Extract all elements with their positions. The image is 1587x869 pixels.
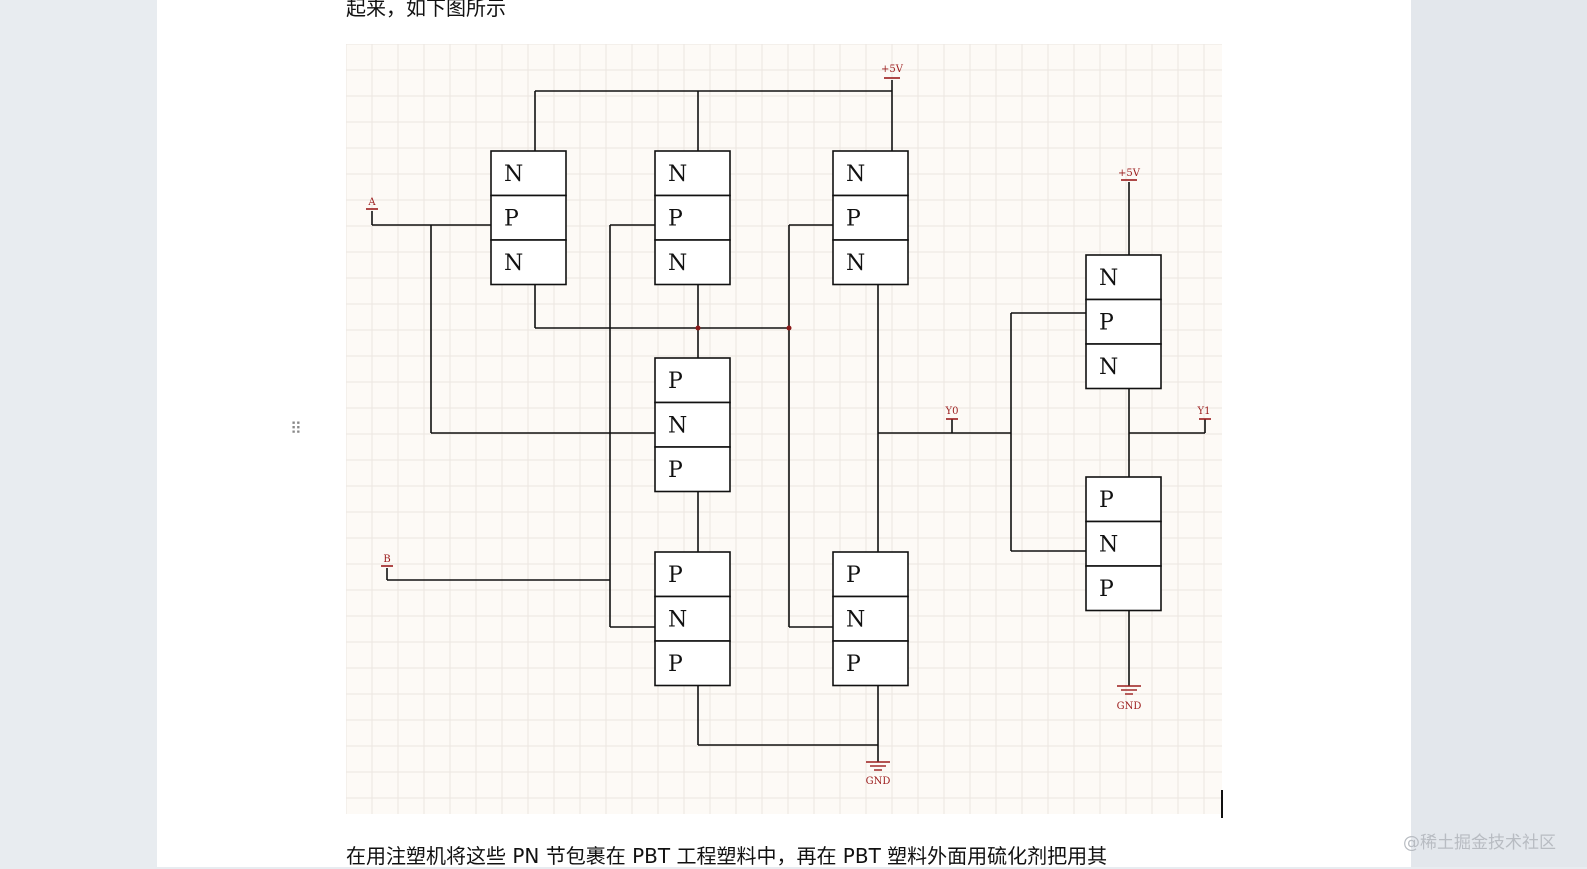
- pn-layer: [490, 194, 567, 241]
- drag-handle-icon[interactable]: ⠿: [290, 419, 302, 438]
- pn-layer: [654, 446, 731, 493]
- pn-layer: [1085, 565, 1162, 612]
- pn-layer: [490, 239, 567, 286]
- net-label-b: B: [383, 554, 390, 565]
- pn-layer-label: N: [846, 251, 865, 276]
- pn-layer-label: P: [668, 369, 683, 394]
- net-label-vcc1: +5V: [881, 64, 904, 75]
- pn-block: NPN: [490, 150, 567, 286]
- pn-layer-label: P: [846, 652, 861, 677]
- pn-layer: [654, 150, 731, 197]
- pn-layer-label: P: [846, 563, 861, 588]
- pn-block: PNP: [654, 357, 731, 493]
- pn-layer-label: N: [1099, 266, 1118, 291]
- net-label-y1: Y1: [1197, 406, 1211, 417]
- text-caret: [1221, 790, 1223, 818]
- pn-layer: [1085, 298, 1162, 345]
- pn-layer-label: N: [504, 162, 523, 187]
- pn-layer-label: N: [1099, 533, 1118, 558]
- paragraph-bottom: 在用注塑机将这些 PN 节包裹在 PBT 工程塑料中，再在 PBT 塑料外面用硫…: [346, 844, 1108, 868]
- pn-block: PNP: [1085, 476, 1162, 612]
- pn-block: NPN: [654, 150, 731, 286]
- pn-layer-label: N: [1099, 355, 1118, 380]
- pn-layer: [832, 551, 909, 598]
- pn-layer: [1085, 520, 1162, 567]
- pn-layer-label: P: [504, 207, 519, 232]
- pn-block: NPN: [1085, 254, 1162, 390]
- pn-layer: [832, 194, 909, 241]
- pn-layer-label: P: [668, 652, 683, 677]
- pn-layer: [832, 239, 909, 286]
- pn-layer: [832, 150, 909, 197]
- pn-layer-label: N: [846, 608, 865, 633]
- junction-dot: [695, 325, 701, 331]
- pn-layer: [654, 640, 731, 687]
- pn-layer: [490, 150, 567, 197]
- pn-layer: [832, 595, 909, 642]
- pn-layer-label: N: [668, 251, 687, 276]
- pn-layer: [654, 551, 731, 598]
- pn-layer-label: P: [668, 458, 683, 483]
- junction-dot: [786, 325, 792, 331]
- pn-layer: [832, 640, 909, 687]
- pn-layer: [654, 595, 731, 642]
- pn-block: PNP: [654, 551, 731, 687]
- pn-layer: [654, 357, 731, 404]
- net-label-a: A: [367, 197, 376, 208]
- net-label-gnd1: GND: [866, 776, 891, 787]
- pn-layer: [654, 401, 731, 448]
- pn-layer-label: N: [504, 251, 523, 276]
- pn-layer-label: P: [668, 563, 683, 588]
- pn-layer: [1085, 476, 1162, 523]
- right-gutter: [1411, 0, 1587, 867]
- pn-layer-label: P: [846, 207, 861, 232]
- paragraph-top: 起来，如下图所示: [346, 0, 506, 20]
- pn-block: PNP: [832, 551, 909, 687]
- watermark: @稀土掘金技术社区: [1403, 833, 1556, 853]
- pn-block: NPN: [832, 150, 909, 286]
- net-label-y0: Y0: [945, 406, 959, 417]
- pn-layer: [654, 194, 731, 241]
- pn-layer: [1085, 343, 1162, 390]
- pn-layer-label: P: [1099, 488, 1114, 513]
- pn-layer-label: N: [668, 608, 687, 633]
- net-label-vcc2: +5V: [1118, 168, 1141, 179]
- pn-layer-label: N: [846, 162, 865, 187]
- pn-layer-label: P: [1099, 577, 1114, 602]
- pn-layer: [1085, 254, 1162, 301]
- pn-layer-label: P: [1099, 311, 1114, 336]
- pn-layer: [654, 239, 731, 286]
- pn-layer-label: N: [668, 414, 687, 439]
- pn-layer-label: N: [668, 162, 687, 187]
- net-label-gnd2: GND: [1117, 701, 1142, 712]
- pn-layer-label: P: [668, 207, 683, 232]
